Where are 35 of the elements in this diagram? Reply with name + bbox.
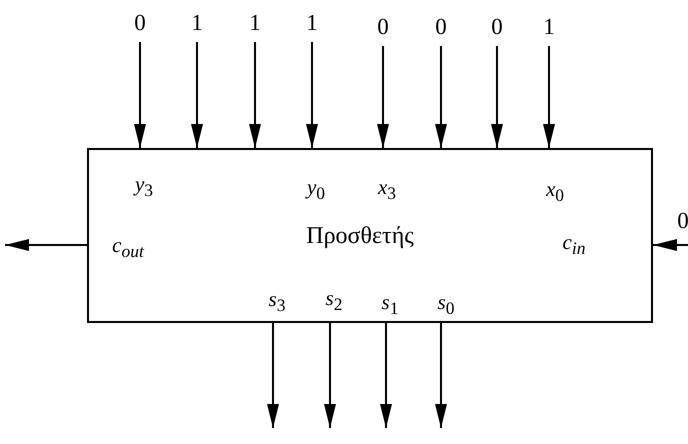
input-bit: 0 xyxy=(488,14,506,40)
pin-label: s$_{2}$ xyxy=(326,286,342,316)
arrow xyxy=(267,323,279,428)
arrow xyxy=(653,239,688,251)
input-bit: 0 xyxy=(374,14,392,40)
arrow xyxy=(435,46,447,148)
pin-label: c$_{in}$ xyxy=(562,230,586,260)
arrow xyxy=(191,42,203,148)
arrow xyxy=(306,42,318,148)
pin-label: y$_{0}$ xyxy=(306,174,326,206)
pin-label: s$_{0}$ xyxy=(438,290,454,320)
input-bit: 1 xyxy=(188,10,206,36)
arrow xyxy=(249,42,261,148)
input-bit: 0 xyxy=(674,208,688,234)
input-bit: 0 xyxy=(432,14,450,40)
pin-label: y$_{3}$ xyxy=(134,172,154,202)
pin-label: c$_{out}$ xyxy=(112,232,144,264)
pin-label: s$_{1}$ xyxy=(382,290,398,320)
arrow xyxy=(134,42,146,148)
arrow xyxy=(324,323,336,428)
arrow xyxy=(543,46,555,148)
input-bit: 1 xyxy=(246,10,264,36)
pin-label: s$_{3}$ xyxy=(268,286,286,318)
adder-block xyxy=(87,148,653,323)
pin-label: x$_{3}$ xyxy=(378,174,396,206)
arrow xyxy=(5,239,87,251)
input-bit: 1 xyxy=(540,14,558,40)
arrow xyxy=(380,323,392,428)
arrow xyxy=(435,323,447,428)
arrow xyxy=(491,46,503,148)
arrow xyxy=(377,46,389,148)
pin-label: x$_{0}$ xyxy=(546,176,564,208)
block-label: Προσθετής xyxy=(306,222,414,250)
input-bit: 1 xyxy=(303,10,321,36)
input-bit: 0 xyxy=(131,10,149,36)
